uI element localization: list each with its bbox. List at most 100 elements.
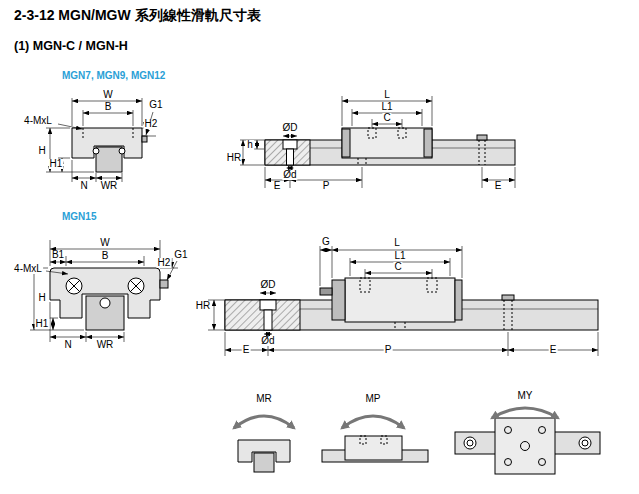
side-view-large-part <box>208 330 224 331</box>
side-view-small-part <box>424 129 432 157</box>
dimension-label: WR <box>100 181 119 191</box>
end-view-large-part <box>53 318 54 330</box>
side-view-small <box>240 96 515 188</box>
end-view-small-part <box>46 128 70 129</box>
dimension-label: B <box>104 102 113 112</box>
dimension-label: E <box>494 181 503 191</box>
dimension-label: HR <box>226 153 242 163</box>
side-view-small-part <box>358 158 359 165</box>
end-view-large-part <box>30 330 84 331</box>
side-view-large-part <box>208 246 598 356</box>
dimension-label: Ød <box>260 336 275 346</box>
section-heading: (1) MGN-C / MGN-H <box>14 40 128 53</box>
side-view-small-part <box>253 149 264 150</box>
end-view-small-part <box>133 128 134 140</box>
side-view-large-part <box>320 250 332 251</box>
side-view-large-part <box>512 300 513 330</box>
dimension-label: W <box>102 90 113 100</box>
moment-yaw-part <box>505 459 512 466</box>
end-view-small-part <box>46 98 156 182</box>
side-view-large-part <box>260 300 276 310</box>
side-view-small-part <box>366 158 367 165</box>
moment-yaw-part <box>492 408 558 418</box>
dimension-label: G <box>321 237 331 247</box>
side-view-large-part <box>365 273 432 274</box>
dimension-label: 4-MxL <box>13 264 43 274</box>
dimension-label: P <box>322 181 331 191</box>
dimension-label: G1 <box>148 100 163 110</box>
dimension-label: Ød <box>282 170 297 180</box>
sheet-title: 2-3-12 MGN/MGW 系列線性滑軌尺寸表 <box>14 8 261 22</box>
end-view-small <box>46 98 156 182</box>
end-view-small-part <box>83 110 84 126</box>
model-heading: MGN7, MGN9, MGN12 <box>62 71 165 81</box>
side-view-large-part <box>360 278 370 292</box>
dimension-label: WR <box>96 340 115 350</box>
end-view-small-part <box>72 160 73 182</box>
dimension-label: ØD <box>282 123 299 133</box>
end-view-small-part <box>142 136 147 142</box>
side-view-small-part <box>485 140 486 165</box>
side-view-large-part <box>395 322 396 330</box>
moment-pitch-part <box>381 436 387 444</box>
side-view-large-part <box>225 332 226 356</box>
side-view-small-part <box>287 168 294 169</box>
end-view-large-part <box>50 249 160 250</box>
moment-pitch <box>322 416 428 462</box>
moment-yaw-part <box>467 440 473 446</box>
end-view-large-part <box>50 337 86 338</box>
side-view-small-part <box>342 96 343 126</box>
dimension-label: H1 <box>49 159 64 169</box>
side-view-large-part <box>214 300 215 330</box>
side-view-small-part <box>515 167 516 188</box>
side-view-large-part <box>350 258 351 276</box>
side-view-small-part <box>342 128 432 158</box>
end-view-small-part <box>119 148 125 154</box>
side-view-small-part <box>352 109 353 126</box>
dimension-label: L <box>383 90 391 100</box>
dimension-label: H1 <box>35 319 50 329</box>
dimension-label: 4-MxL <box>23 116 53 126</box>
end-view-large-part <box>50 262 66 263</box>
dimension-label: N <box>79 181 88 191</box>
end-view-large <box>30 240 178 342</box>
end-view-large-part <box>50 318 58 319</box>
dimension-label: E <box>549 345 558 355</box>
side-view-small-part <box>402 119 403 127</box>
side-view-large-part <box>332 280 345 320</box>
dimension-label: E <box>242 345 251 355</box>
end-view-large-part <box>86 296 124 330</box>
end-view-small-part <box>133 110 134 126</box>
moment-yaw-part <box>579 437 591 449</box>
side-view-small-part <box>257 140 258 149</box>
end-view-large-part <box>66 278 82 294</box>
dimension-label: L <box>393 238 401 248</box>
side-view-small-part <box>432 96 433 126</box>
moment-pitch-part <box>342 416 404 428</box>
end-view-large-part <box>66 256 67 266</box>
moment-yaw-part <box>539 459 546 466</box>
end-view-small-part <box>83 113 133 114</box>
side-view-small-part <box>287 149 294 165</box>
dimension-label: W <box>99 238 110 248</box>
moment-pitch-part <box>345 436 402 460</box>
side-view-small-part <box>368 128 376 138</box>
side-view-large-part <box>504 300 505 330</box>
side-view-small-part <box>398 128 406 138</box>
moment-yaw-part <box>495 418 555 474</box>
side-view-large-part <box>345 278 455 322</box>
end-view-large-part <box>46 271 68 274</box>
side-view-small-part <box>422 109 423 126</box>
moment-roll-part <box>254 453 274 472</box>
moment-yaw-part <box>505 427 512 434</box>
end-view-small-part <box>142 98 143 126</box>
side-view-small-part <box>362 167 363 188</box>
side-view-small-part <box>372 124 402 125</box>
side-view-small-part <box>265 167 266 188</box>
dimension-label: P <box>384 345 393 355</box>
side-view-small-part <box>342 129 350 157</box>
side-view-large-part <box>462 246 463 278</box>
side-view-large-part <box>502 295 514 300</box>
dimension-label: ØD <box>260 280 277 290</box>
